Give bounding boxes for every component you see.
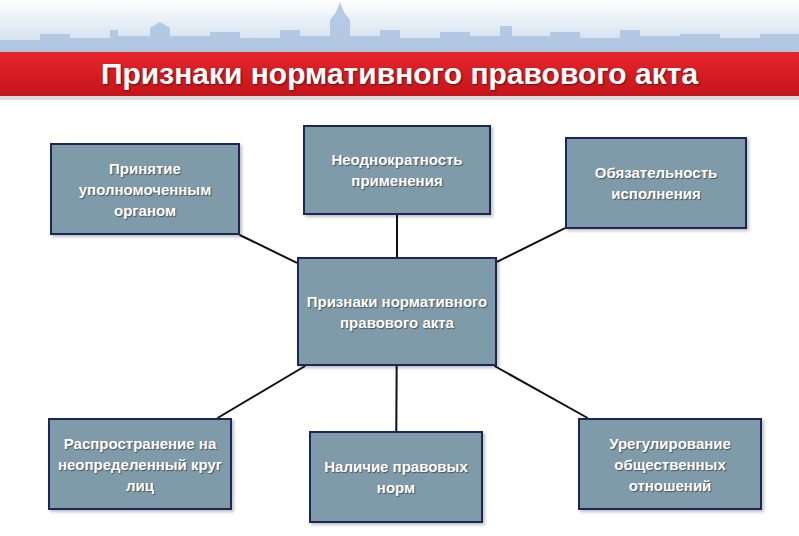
feature-box: Распространение на неопределенный круг л… — [48, 418, 232, 510]
connector-line — [497, 228, 565, 262]
sky — [0, 0, 799, 52]
box-label: Наличие правовых норм — [317, 456, 475, 498]
feature-box: Принятие уполномоченным органом — [50, 143, 240, 235]
feature-box: Неоднократность применения — [303, 125, 491, 215]
connector-line — [495, 366, 588, 418]
box-label: Урегулирование общественных отношений — [586, 433, 754, 496]
central-box: Признаки нормативного правового акта — [297, 257, 497, 366]
city-skyline — [0, 2, 799, 52]
feature-box: Наличие правовых норм — [309, 431, 483, 523]
feature-box: Обязательность исполнения — [565, 137, 747, 229]
box-label: Принятие уполномоченным органом — [58, 158, 232, 221]
box-label: Признаки нормативного правового акта — [305, 291, 489, 333]
title: Признаки нормативного правового акта — [0, 52, 799, 96]
box-label: Обязательность исполнения — [573, 162, 739, 204]
connector-line — [240, 235, 297, 263]
box-label: Распространение на неопределенный круг л… — [56, 433, 224, 496]
connector-line — [218, 366, 306, 418]
connector-line — [395, 366, 397, 431]
band-shadow — [0, 96, 799, 100]
feature-box: Урегулирование общественных отношений — [578, 418, 762, 510]
title-band — [0, 52, 799, 96]
box-label: Неоднократность применения — [311, 149, 483, 191]
connector-line — [396, 215, 398, 257]
